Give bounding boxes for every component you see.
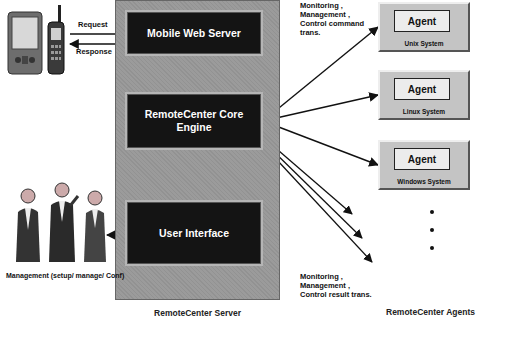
agent-box: Agent	[394, 10, 450, 32]
connector	[193, 150, 194, 200]
more-agents-dots	[430, 210, 434, 250]
component-box: RemoteCenter Core Engine	[125, 92, 263, 150]
arrow-label: Response	[76, 47, 136, 56]
server-panel: RemoteCenter ServerMobile Web ServerRemo…	[115, 0, 280, 326]
connector	[193, 56, 194, 92]
agents-caption: RemoteCenter Agents	[386, 307, 506, 317]
node-text: RemoteCenter Core Engine	[133, 108, 255, 133]
component-box: Mobile Web Server	[125, 10, 263, 56]
node-text: User Interface	[159, 227, 229, 240]
node-text: Agent	[408, 154, 436, 165]
transfer-note: Monitoring , Management , Control result…	[300, 272, 374, 299]
connector	[263, 27, 378, 121]
agent-system-box: Unix System Agent	[378, 2, 470, 52]
panel-ground	[115, 0, 280, 300]
node-text: Agent	[408, 16, 436, 27]
mobile-phone	[48, 5, 64, 74]
agent-box: Agent	[394, 78, 450, 100]
request-arrow	[70, 33, 124, 34]
pda-device	[8, 12, 42, 74]
arrow-label: Request	[78, 20, 138, 29]
system-name: Linux System	[380, 108, 468, 115]
node-text: Mobile Web Server	[147, 27, 241, 40]
node-text: Agent	[408, 84, 436, 95]
management-arrow	[107, 234, 124, 235]
system-name: Windows System	[380, 178, 468, 185]
transfer-note: Monitoring , Management , Control comman…	[300, 1, 370, 37]
system-name: Unix System	[380, 40, 468, 47]
connector	[263, 121, 378, 165]
server-caption: RemoteCenter Server	[105, 308, 290, 318]
management-note: Management (setup/ manage/ Conf)	[6, 272, 131, 279]
response-arrow	[70, 43, 124, 44]
component-box: User Interface	[125, 200, 263, 266]
agent-system-box: Windows System Agent	[378, 140, 470, 190]
people-illustration	[16, 183, 106, 262]
connector	[263, 95, 378, 121]
agent-system-box: Linux System Agent	[378, 70, 470, 120]
agent-box: Agent	[394, 148, 450, 170]
